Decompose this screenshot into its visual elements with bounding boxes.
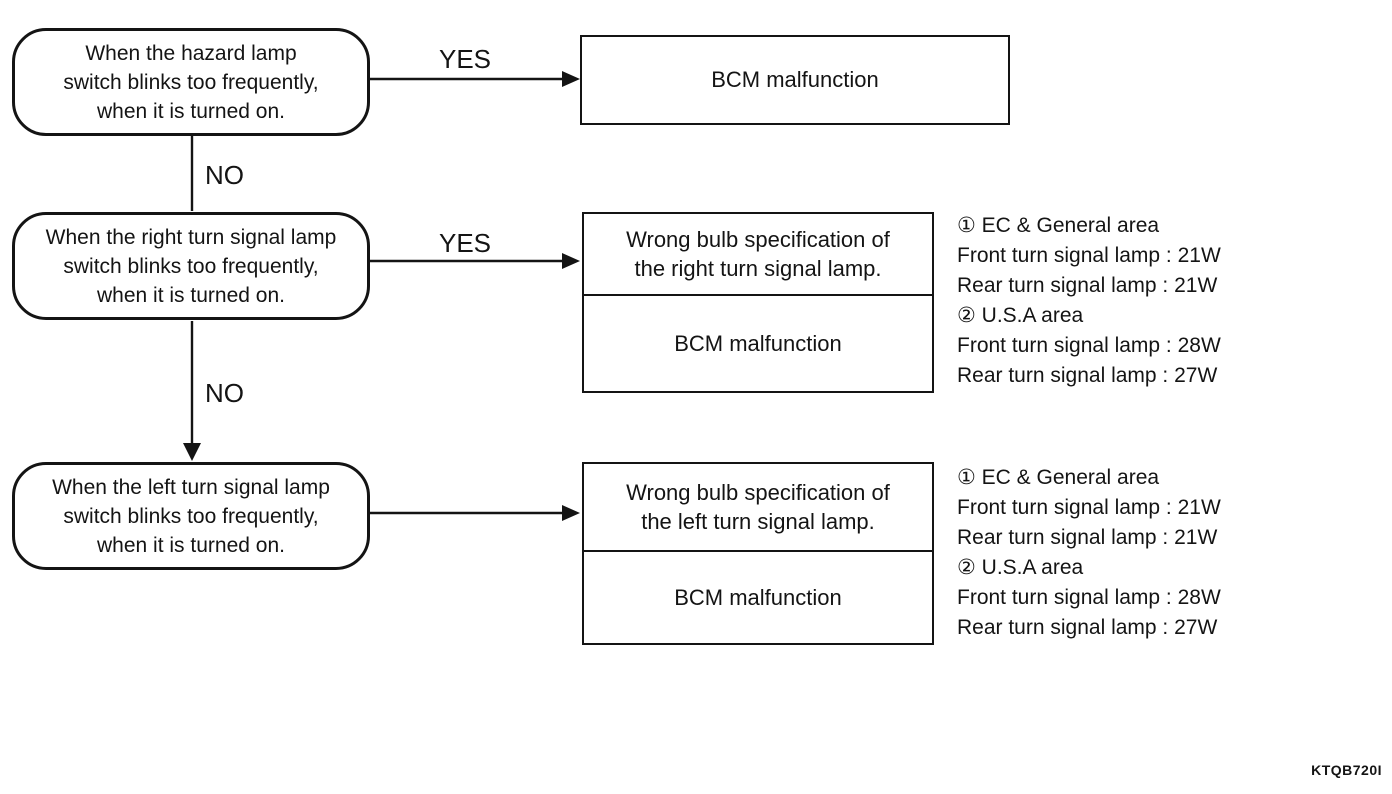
note-line: Rear turn signal lamp : 21W <box>957 526 1218 549</box>
note-line: Rear turn signal lamp : 27W <box>957 616 1218 639</box>
condition-line: When the right turn signal lamp <box>45 225 337 249</box>
condition-box-right-turn-signal: When the right turn signal lamp switch b… <box>12 212 370 320</box>
arrow-down-icon <box>183 443 201 461</box>
arrow-right-icon <box>562 253 580 269</box>
result-box-bcm-malfunction-row3: BCM malfunction <box>584 550 932 643</box>
condition-box-left-turn-signal: When the left turn signal lamp switch bl… <box>12 462 370 570</box>
bulb-spec-notes-row3: ① EC & General area Front turn signal la… <box>957 463 1221 643</box>
note-line: ② U.S.A area <box>957 556 1084 579</box>
yes-label-row2: YES <box>438 228 492 258</box>
condition-line: When the hazard lamp <box>85 41 297 65</box>
result-line: the right turn signal lamp. <box>634 256 882 281</box>
result-line: Wrong bulb specification of <box>626 480 890 505</box>
result-line: Wrong bulb specification of <box>626 227 890 252</box>
condition-line: switch blinks too frequently, <box>63 504 319 528</box>
arrow-right-icon <box>562 505 580 521</box>
condition-line: when it is turned on. <box>97 283 285 307</box>
result-box-wrong-bulb-right: Wrong bulb specification of the right tu… <box>584 214 932 294</box>
result-box-bcm-malfunction-row1: BCM malfunction <box>580 35 1010 125</box>
result-text: BCM malfunction <box>674 331 842 356</box>
note-line: ① EC & General area <box>957 214 1160 237</box>
note-line: ② U.S.A area <box>957 304 1084 327</box>
figure-code: KTQB720I <box>1311 762 1382 778</box>
note-line: Rear turn signal lamp : 27W <box>957 364 1218 387</box>
result-text: BCM malfunction <box>674 585 842 610</box>
result-box-wrong-bulb-left: Wrong bulb specification of the left tur… <box>584 464 932 550</box>
condition-box-hazard-lamp: When the hazard lamp switch blinks too f… <box>12 28 370 136</box>
result-stack-right-turn: Wrong bulb specification of the right tu… <box>582 212 934 393</box>
note-line: Front turn signal lamp : 28W <box>957 334 1221 357</box>
note-line: Front turn signal lamp : 28W <box>957 586 1221 609</box>
note-line: Front turn signal lamp : 21W <box>957 496 1221 519</box>
note-line: ① EC & General area <box>957 466 1160 489</box>
result-line: the left turn signal lamp. <box>641 509 875 534</box>
yes-label-row1: YES <box>438 44 492 74</box>
arrow-right-icon <box>562 71 580 87</box>
condition-line: switch blinks too frequently, <box>63 70 319 94</box>
result-stack-left-turn: Wrong bulb specification of the left tur… <box>582 462 934 645</box>
result-text: BCM malfunction <box>711 67 879 92</box>
note-line: Front turn signal lamp : 21W <box>957 244 1221 267</box>
result-box-bcm-malfunction-row2: BCM malfunction <box>584 294 932 391</box>
no-label-row1: NO <box>205 160 244 190</box>
condition-line: when it is turned on. <box>97 99 285 123</box>
condition-line: switch blinks too frequently, <box>63 254 319 278</box>
condition-line: When the left turn signal lamp <box>52 475 330 499</box>
note-line: Rear turn signal lamp : 21W <box>957 274 1218 297</box>
no-label-row2: NO <box>205 378 244 408</box>
condition-line: when it is turned on. <box>97 533 285 557</box>
bulb-spec-notes-row2: ① EC & General area Front turn signal la… <box>957 211 1221 391</box>
